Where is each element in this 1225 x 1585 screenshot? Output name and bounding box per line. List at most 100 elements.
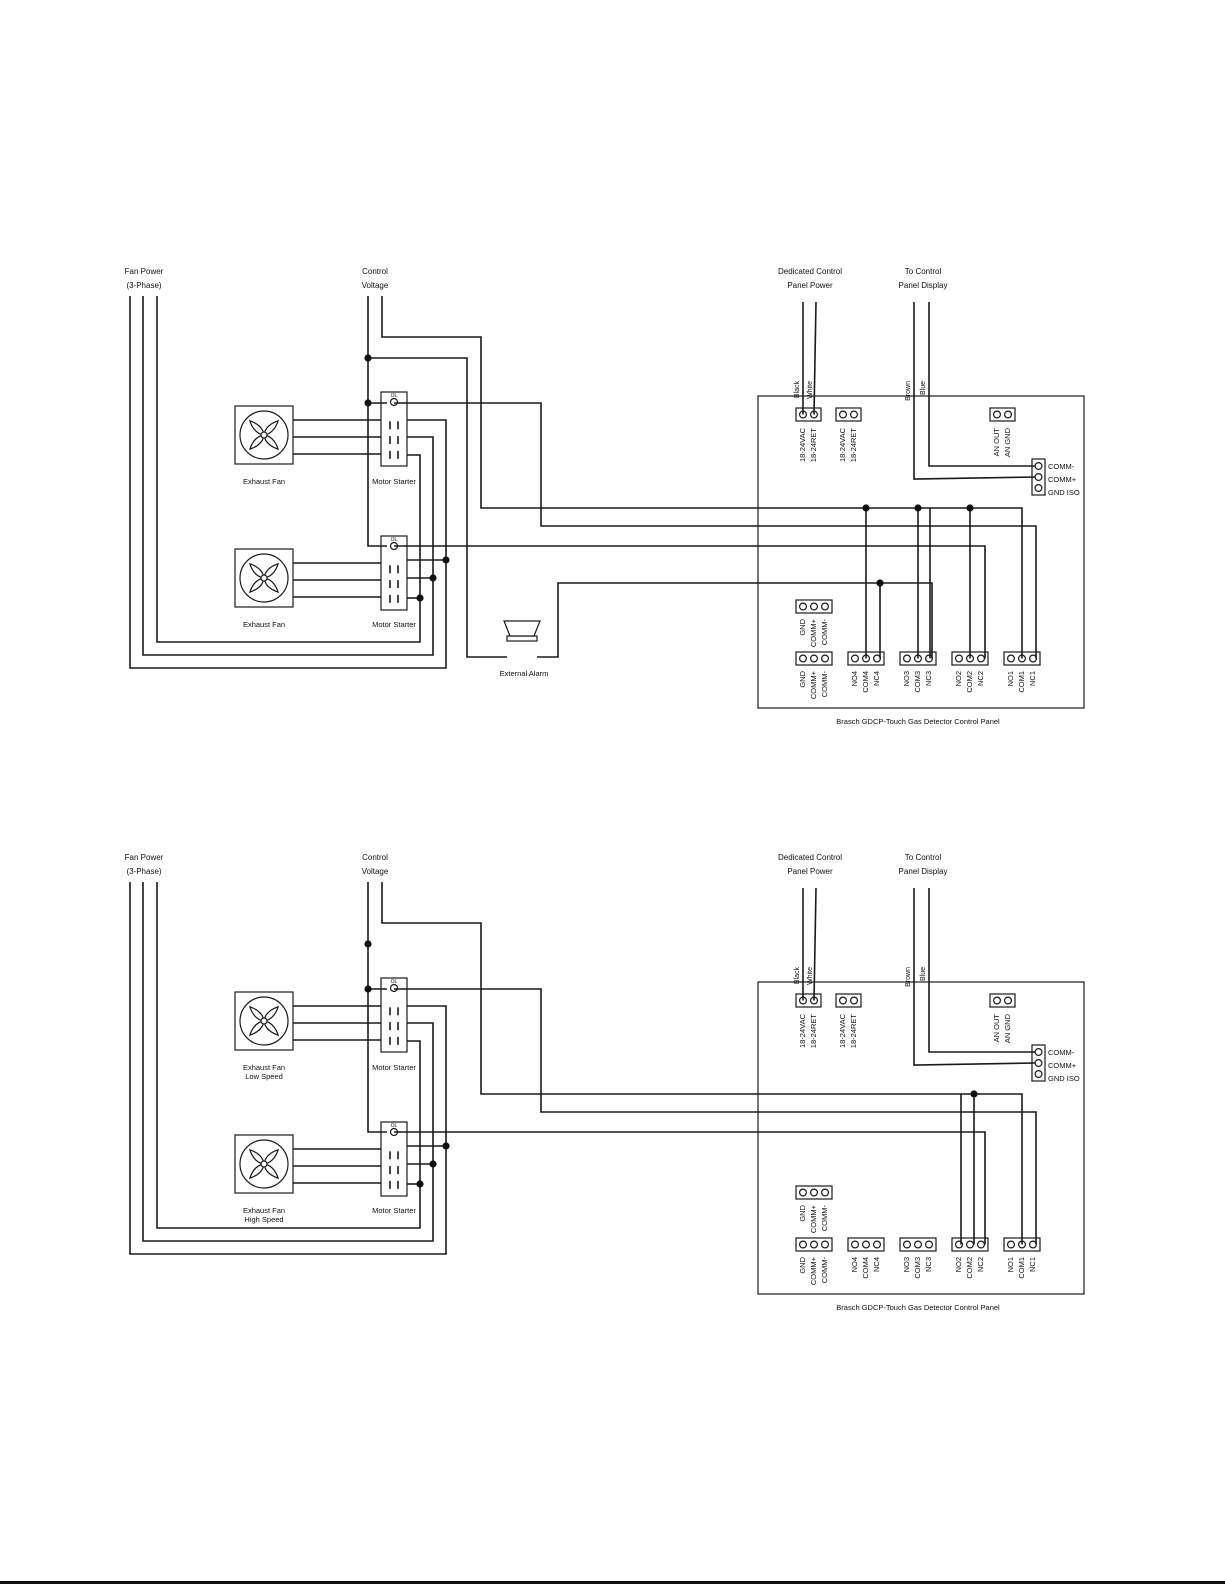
fan-blade: [263, 434, 280, 451]
control-voltage-label: Control: [362, 267, 388, 276]
junction-dot: [364, 940, 372, 948]
terminal-pin: [809, 602, 818, 611]
terminal-pin: [820, 1188, 829, 1197]
power-wire-black-label: Black: [794, 967, 801, 985]
terminal-label: NO2: [954, 1257, 963, 1272]
terminal-label: NC1: [1028, 1257, 1037, 1272]
control-panel-title: Brasch GDCP-Touch Gas Detector Control P…: [836, 1303, 1000, 1312]
display-wire-blue-label: Blue: [920, 967, 927, 981]
fan-power-phase-label: (3-Phase): [126, 281, 161, 290]
terminal-pin: [902, 1240, 911, 1249]
terminal-label: NO3: [902, 671, 911, 686]
terminal-pin: [809, 1240, 818, 1249]
motor-starter-label: Motor Starter: [372, 620, 416, 629]
terminal-label: NC2: [976, 1257, 985, 1272]
terminal-label: AN GND: [1003, 1013, 1012, 1043]
terminal-label: COM3: [913, 671, 922, 693]
wire: [813, 887, 817, 1001]
wire: [129, 296, 447, 669]
page-bottom-rule: [0, 1581, 1225, 1584]
terminal-label: COMM+: [809, 618, 818, 647]
power-wire-black-label: Black: [794, 381, 801, 399]
terminal-pin: [798, 654, 807, 663]
terminal-label: COM2: [965, 671, 974, 693]
terminal-pin: [924, 1240, 933, 1249]
terminal-pin: [1003, 996, 1012, 1005]
display-wire-brown-label: Brown: [905, 967, 912, 987]
terminal-label: 18-24RET: [809, 428, 818, 463]
terminal-label: COM1: [1017, 1257, 1026, 1279]
terminal-label: COM4: [861, 1257, 870, 1279]
wire: [368, 357, 507, 658]
motor-starter-label: Motor Starter: [372, 1063, 416, 1072]
terminal-label: 18-24RET: [849, 1014, 858, 1049]
terminal-pin: [820, 602, 829, 611]
junction-dot: [442, 1142, 450, 1150]
junction-dot: [429, 574, 437, 582]
terminal-label: NC4: [872, 671, 881, 686]
terminal-label: NO4: [850, 671, 859, 686]
terminal-pin: [1034, 484, 1043, 493]
motor-starter-label: Motor Starter: [372, 477, 416, 486]
terminal-label: AN OUT: [992, 1014, 1001, 1043]
dedicated-power-label: Dedicated Control: [778, 853, 842, 862]
terminal-label: NC4: [872, 1257, 881, 1272]
terminal-label: 18-24VAC: [798, 427, 807, 462]
wire: [394, 1131, 986, 1245]
terminal-label: GND: [798, 1204, 807, 1221]
junction-dot: [364, 985, 372, 993]
terminal-label: NO1: [1006, 1257, 1015, 1272]
display-wire-blue-label: Blue: [920, 381, 927, 395]
wire: [813, 301, 817, 415]
fan-blade: [248, 1020, 265, 1037]
terminal-pin: [1006, 1240, 1015, 1249]
fan-blade: [248, 1148, 265, 1165]
terminal-label: COMM-: [820, 1205, 829, 1232]
terminal-label: COMM-: [820, 619, 829, 646]
starter-coil-mark: OL: [391, 393, 398, 399]
fan-blade: [248, 1005, 265, 1022]
fan-power-label: Fan Power: [125, 267, 164, 276]
terminal-pin: [809, 1188, 818, 1197]
terminal-label: COMM-: [820, 671, 829, 698]
fan-blade: [248, 419, 265, 436]
fan-hub: [260, 1160, 268, 1168]
terminal-pin: [850, 654, 859, 663]
fan-label: High Speed: [244, 1215, 283, 1224]
fan-blade: [263, 1163, 280, 1180]
terminal-pin: [849, 996, 858, 1005]
terminal-label: COMM-: [820, 1257, 829, 1284]
terminal-label: 18-24VAC: [798, 1013, 807, 1048]
display-wire-brown-label: Brown: [905, 381, 912, 401]
fan-blade: [263, 419, 280, 436]
terminal-label: AN OUT: [992, 428, 1001, 457]
terminal-label: GND: [798, 670, 807, 687]
control-voltage-label: Control: [362, 853, 388, 862]
dedicated-power-label: Panel Power: [787, 867, 833, 876]
terminal-label: NC2: [976, 671, 985, 686]
power-wire-white-label: White: [807, 967, 814, 985]
terminal-label: GND: [798, 618, 807, 635]
terminal-label: NO3: [902, 1257, 911, 1272]
fan-blade: [263, 577, 280, 594]
fan-power-label: Fan Power: [125, 853, 164, 862]
terminal-pin: [1034, 1058, 1043, 1067]
wire: [394, 402, 1037, 659]
terminal-label: GND: [798, 1256, 807, 1273]
fan-label: Exhaust Fan: [243, 1206, 285, 1215]
terminal-pin: [954, 654, 963, 663]
terminal-pin: [798, 1188, 807, 1197]
control-voltage-label: Voltage: [362, 867, 389, 876]
terminal-pin: [850, 1240, 859, 1249]
terminal-pin: [1034, 473, 1043, 482]
comm-terminal-label: COMM+: [1048, 1061, 1077, 1070]
terminal-pin: [861, 1240, 870, 1249]
dedicated-power-label: Dedicated Control: [778, 267, 842, 276]
fan-label: Exhaust Fan: [243, 477, 285, 486]
wire: [367, 296, 387, 547]
terminal-label: COM4: [861, 671, 870, 693]
terminal-pin: [809, 654, 818, 663]
control-display-label: Panel Display: [899, 281, 948, 290]
wire: [129, 882, 447, 1255]
control-display-label: To Control: [905, 853, 942, 862]
